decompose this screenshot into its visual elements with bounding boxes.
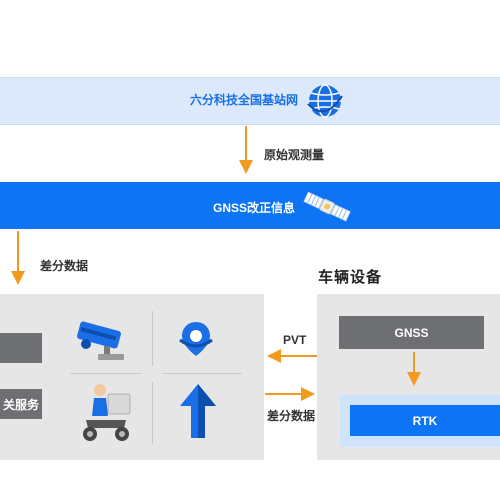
gnss-correction-band [0,182,500,229]
camera-icon [76,318,132,364]
base-station-network-label: 六分科技全国基站网 [190,93,299,107]
globe-icon [306,82,344,120]
base-station-network-band [0,77,500,125]
pvt-label: PVT [283,333,307,347]
rtk-box: RTK [350,405,500,436]
grid-divider-vertical-top [152,311,153,366]
satellite-icon [302,190,354,224]
grid-divider-horizontal-right [162,373,242,374]
gnss-box: GNSS [339,316,484,349]
arrow-down-2 [8,231,28,287]
differential-data-label-2: 差分数据 [267,409,316,423]
service-panel [0,294,264,460]
pvt-arrow [267,348,317,364]
vehicle-device-title: 车辆设备 [318,269,383,286]
grid-divider-horizontal-left [70,373,142,374]
service-box-top [0,333,42,363]
arrow-down-1 [236,126,256,176]
gnss-correction-label: GNSS改正信息 [213,201,296,215]
differential-data-label-1: 差分数据 [40,259,89,273]
grid-divider-vertical-bottom [152,382,153,444]
service-box-bottom: 关服务 [0,389,42,419]
raw-observations-label: 原始观测量 [264,148,325,162]
up-arrow-icon [178,384,218,438]
gnss-to-rtk-arrow [404,352,424,388]
differential-data-arrow [265,386,315,402]
delivery-scooter-icon [76,382,136,444]
map-pin-icon [176,318,216,358]
